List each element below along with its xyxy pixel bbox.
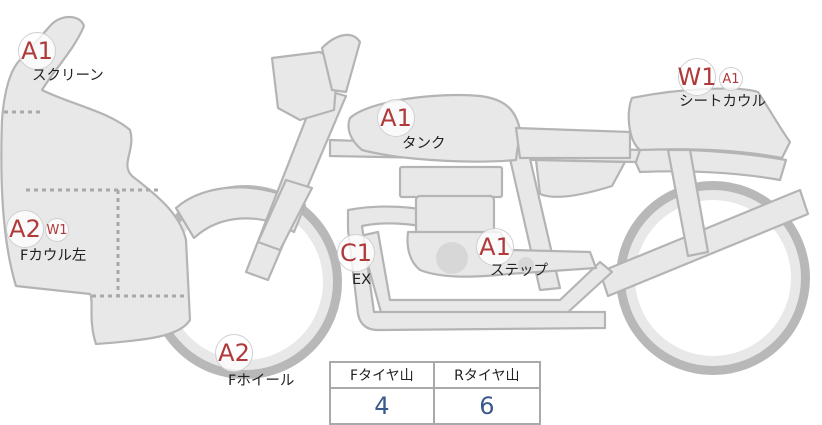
seat	[514, 126, 632, 160]
tire-tread-table: Fタイヤ山 Rタイヤ山 4 6	[329, 361, 542, 425]
seat-cowl-label: シートカウル	[679, 94, 766, 110]
front-tire-value: 4	[329, 387, 435, 425]
f-cowl-left-grade-badge-2[interactable]: W1	[45, 218, 69, 242]
f-wheel-label: Fホイール	[228, 373, 295, 389]
step-grade-badge[interactable]: A1	[476, 228, 514, 266]
exhaust-grade-badge[interactable]: C1	[337, 234, 375, 272]
exhaust-pipe	[346, 205, 607, 332]
engine-cover	[436, 242, 468, 274]
engine-cylinder	[414, 194, 496, 236]
screen-grade-badge[interactable]: A1	[18, 32, 56, 70]
headlight-cowl	[270, 50, 340, 122]
seat-cowl-grade-badge-2[interactable]: A1	[719, 67, 743, 91]
front-fender	[174, 186, 307, 240]
screen-label: スクリーン	[32, 68, 104, 84]
front-tire-header: Fタイヤ山	[329, 361, 435, 389]
f-cowl-left-label: Fカウル左	[20, 248, 87, 264]
front-fork-tube	[256, 178, 314, 252]
exhaust-label: EX	[352, 272, 372, 288]
handlebar	[320, 33, 362, 94]
side-cover	[534, 158, 627, 198]
f-wheel-grade-badge[interactable]: A2	[215, 334, 253, 372]
rear-tire-header: Rタイヤ山	[432, 361, 542, 389]
footpeg	[518, 257, 534, 273]
front-cowl	[0, 15, 192, 346]
tank-label: タンク	[402, 136, 446, 152]
engine-head	[398, 165, 504, 199]
seat-cowl-grade-badge-1[interactable]: W1	[678, 58, 717, 96]
f-cowl-left-grade-badge-1[interactable]: A2	[6, 210, 44, 248]
step-label: ステップ	[490, 263, 548, 279]
tire-tread-header-row: Fタイヤ山 Rタイヤ山	[329, 361, 542, 389]
seat-cowl	[627, 87, 792, 160]
tire-tread-value-row: 4 6	[329, 387, 542, 425]
rear-tire-value: 6	[432, 387, 542, 425]
tank-grade-badge[interactable]: A1	[377, 99, 415, 137]
